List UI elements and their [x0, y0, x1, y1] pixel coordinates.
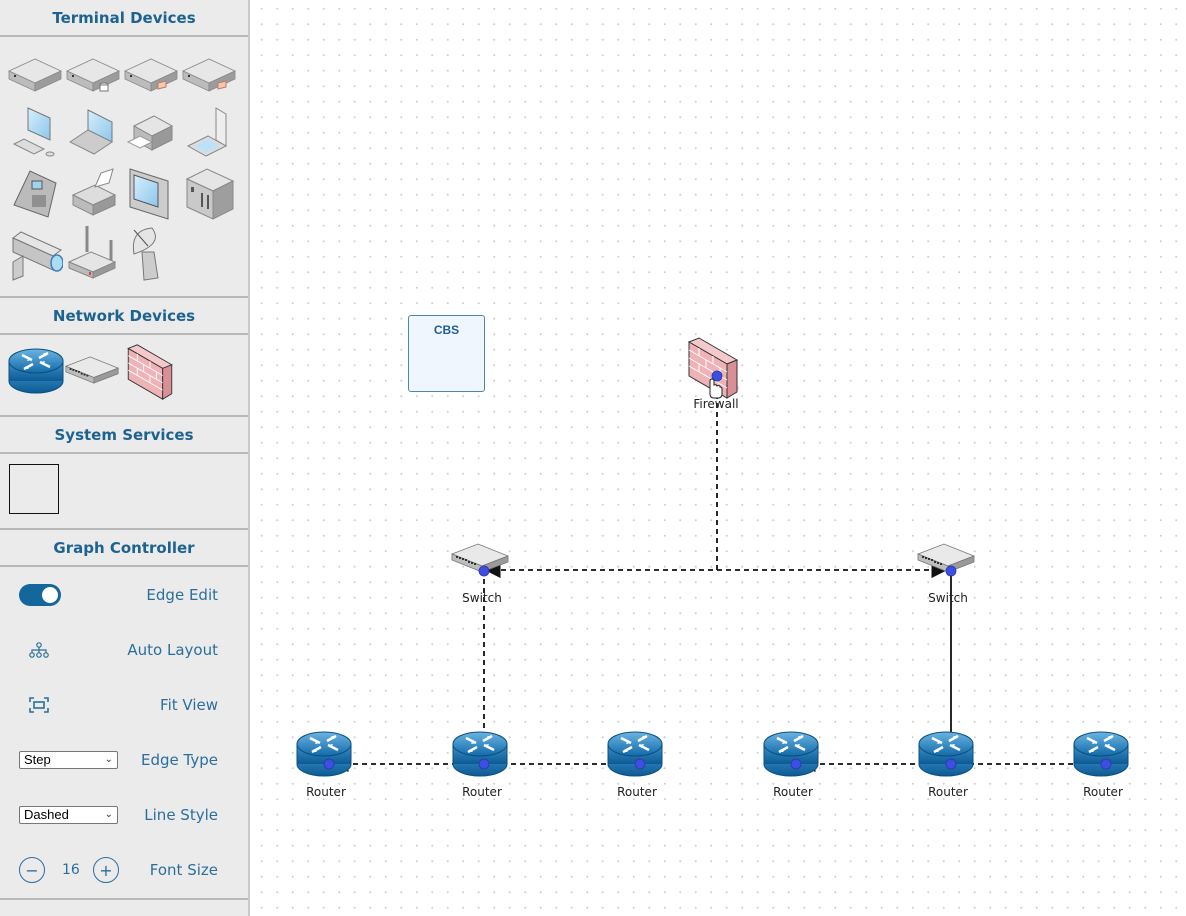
font-size-row: − 16 + Font Size — [0, 850, 248, 890]
server-database-icon[interactable] — [64, 43, 122, 103]
node-label-router-5: Router — [928, 785, 968, 799]
node-label-router-3: Router — [617, 785, 657, 799]
server-card-icon[interactable] — [122, 43, 180, 103]
font-size-label: Font Size — [149, 861, 218, 879]
node-label-switch-2: Switch — [928, 591, 968, 605]
edge-type-row: Step ⌄ Edge Type — [0, 740, 248, 780]
section-title-system-services: System Services — [0, 417, 248, 454]
edge-type-label: Edge Type — [141, 751, 218, 769]
desktop-pc-icon[interactable] — [6, 103, 64, 163]
edge-type-value: Step — [24, 752, 51, 767]
edge-edit-label: Edge Edit — [146, 586, 218, 604]
edge-edit-toggle[interactable] — [19, 584, 61, 606]
sidebar: Terminal Devices Network Devices System … — [0, 0, 250, 916]
wireless-router-icon[interactable] — [64, 223, 122, 283]
hierarchy-icon[interactable] — [29, 642, 49, 658]
toggle-knob — [42, 587, 58, 603]
tablet-icon[interactable] — [180, 103, 238, 163]
line-style-label: Line Style — [144, 806, 218, 824]
node-router-3[interactable] — [605, 728, 665, 784]
auto-layout-row[interactable]: Auto Layout — [0, 630, 248, 670]
network-devices-palette — [0, 335, 248, 417]
node-router-6[interactable] — [1071, 728, 1131, 784]
laptop-icon[interactable] — [64, 103, 122, 163]
node-router-2[interactable] — [450, 728, 510, 784]
node-label-firewall: Firewall — [693, 397, 739, 411]
fit-view-row[interactable]: Fit View — [0, 685, 248, 725]
system-services-palette — [0, 454, 248, 530]
fit-view-label: Fit View — [160, 696, 218, 714]
node-switch-2[interactable] — [916, 540, 976, 580]
node-switch-1[interactable] — [450, 540, 510, 580]
node-firewall[interactable] — [685, 336, 741, 404]
fit-view-icon[interactable] — [29, 697, 49, 713]
fax-icon[interactable] — [64, 163, 122, 223]
terminal-devices-palette — [0, 37, 248, 298]
line-style-select[interactable]: Dashed ⌄ — [19, 806, 118, 824]
node-label-switch-1: Switch — [462, 591, 502, 605]
node-label-router-4: Router — [773, 785, 813, 799]
chevron-down-icon: ⌄ — [104, 809, 113, 820]
section-title-network-devices: Network Devices — [0, 298, 248, 335]
node-label-router-6: Router — [1083, 785, 1123, 799]
section-title-graph-controller: Graph Controller — [0, 530, 248, 567]
node-label-router-1: Router — [306, 785, 346, 799]
server-card-2-icon[interactable] — [180, 43, 238, 103]
edge-edit-row: Edge Edit — [0, 575, 248, 615]
group-cbs[interactable]: CBS — [408, 315, 485, 392]
group-title: CBS — [433, 323, 460, 337]
section-title-terminal-devices: Terminal Devices — [0, 0, 248, 37]
monitor-panel-icon[interactable] — [122, 163, 180, 223]
font-size-increase-button[interactable]: + — [93, 857, 119, 883]
node-router-5[interactable] — [916, 728, 976, 784]
service-box-icon[interactable] — [9, 464, 59, 514]
line-style-row: Dashed ⌄ Line Style — [0, 795, 248, 835]
graph-canvas[interactable] — [250, 0, 1186, 916]
mainframe-icon[interactable] — [180, 163, 238, 223]
font-size-decrease-button[interactable]: − — [19, 857, 45, 883]
auto-layout-label: Auto Layout — [127, 641, 218, 659]
node-label-router-2: Router — [462, 785, 502, 799]
line-style-value: Dashed — [24, 807, 69, 822]
edge-type-select[interactable]: Step ⌄ — [19, 751, 118, 769]
camera-icon[interactable] — [6, 223, 64, 283]
edge-firewall-switch1[interactable] — [484, 376, 718, 579]
chevron-down-icon: ⌄ — [104, 754, 113, 765]
satellite-dish-icon[interactable] — [122, 223, 180, 283]
ip-phone-icon[interactable] — [6, 163, 64, 223]
font-size-value: 16 — [62, 862, 80, 878]
node-router-1[interactable] — [294, 728, 354, 784]
printer-icon[interactable] — [122, 103, 180, 163]
graph-controller-panel: Edge Edit Auto Layout Fit View Step ⌄ Edg… — [0, 567, 248, 900]
node-router-4[interactable] — [761, 728, 821, 784]
